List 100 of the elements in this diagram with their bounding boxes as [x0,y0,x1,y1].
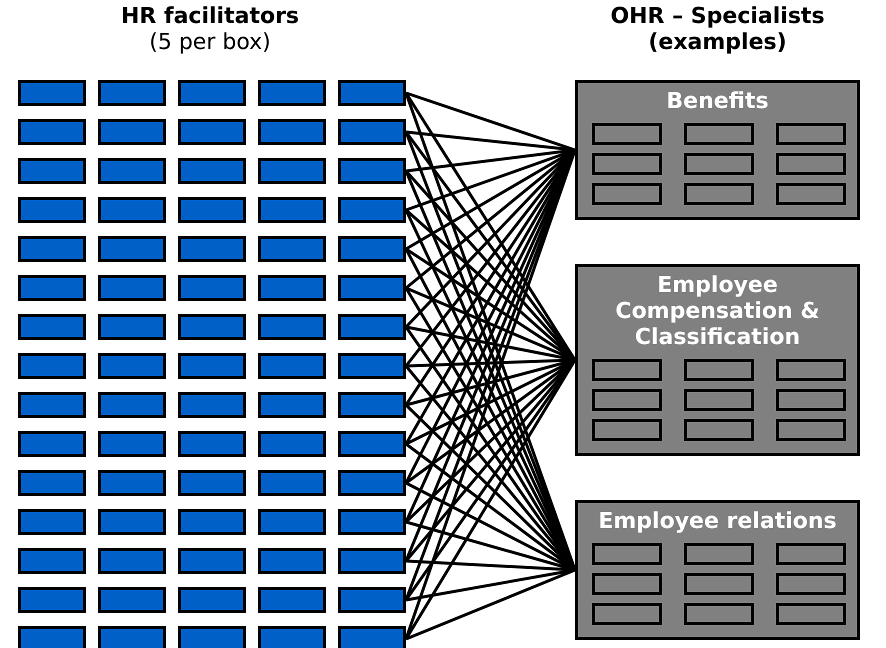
facilitator-box [18,587,86,613]
facilitator-box [178,392,246,418]
facilitator-box [178,314,246,340]
facilitator-box [18,509,86,535]
inner-box [684,153,754,175]
facilitator-box [338,392,406,418]
inner-box [684,183,754,205]
facilitator-box [338,470,406,496]
panel-title: Employee relations [597,509,838,535]
inner-box [592,419,662,441]
specialist-panel [575,264,860,456]
facilitator-box [338,548,406,574]
inner-box [592,389,662,411]
specialist-panel [575,80,860,220]
facilitator-box [338,197,406,223]
inner-box [684,389,754,411]
facilitator-box [98,236,166,262]
facilitator-box [338,509,406,535]
facilitator-box [178,509,246,535]
facilitator-box [258,314,326,340]
inner-box [776,419,846,441]
facilitator-box [98,431,166,457]
facilitator-box [178,80,246,106]
facilitator-box [178,236,246,262]
facilitator-box [18,431,86,457]
facilitator-box [338,587,406,613]
facilitator-box [98,80,166,106]
inner-box [776,603,846,625]
facilitator-box [178,275,246,301]
facilitator-box [258,470,326,496]
facilitator-box [98,119,166,145]
panel-title: Benefits [665,89,770,115]
facilitator-box [178,548,246,574]
facilitator-box [98,470,166,496]
inner-box [592,573,662,595]
facilitator-box [98,275,166,301]
facilitator-box [178,626,246,648]
facilitator-box [258,158,326,184]
facilitator-box [98,587,166,613]
inner-box [776,183,846,205]
facilitator-box [18,158,86,184]
inner-box [684,419,754,441]
facilitator-box [18,275,86,301]
facilitator-box [258,626,326,648]
facilitator-box [258,392,326,418]
inner-box [776,573,846,595]
facilitator-box [98,158,166,184]
facilitator-box [98,353,166,379]
facilitator-box [178,431,246,457]
facilitator-box [98,509,166,535]
facilitator-box [258,431,326,457]
facilitator-box [258,197,326,223]
inner-box [684,359,754,381]
inner-box [776,359,846,381]
facilitator-box [258,236,326,262]
facilitator-box [18,626,86,648]
facilitator-box [18,548,86,574]
inner-box [684,543,754,565]
facilitator-box [18,119,86,145]
facilitator-box [338,236,406,262]
inner-box [776,543,846,565]
facilitator-box [98,626,166,648]
inner-box [776,389,846,411]
inner-box [684,573,754,595]
facilitator-box [178,587,246,613]
facilitator-box [98,548,166,574]
column-heading: HR facilitators [120,4,300,30]
panel-title: Employee Compensation & Classification [614,273,821,351]
connector-line [406,130,576,152]
facilitator-box [338,314,406,340]
facilitator-box [258,353,326,379]
inner-box [684,123,754,145]
facilitator-box [18,470,86,496]
inner-box [592,603,662,625]
column-heading: OHR – Specialists (examples) [609,4,826,56]
column-subheading: (5 per box) [148,30,272,56]
facilitator-box [338,275,406,301]
facilitator-box [338,80,406,106]
facilitator-box [178,197,246,223]
facilitator-box [98,314,166,340]
inner-box [592,359,662,381]
facilitator-box [18,392,86,418]
facilitator-box [18,314,86,340]
facilitator-box [98,197,166,223]
inner-box [592,153,662,175]
facilitator-box [18,353,86,379]
inner-box [592,543,662,565]
facilitator-box [178,158,246,184]
facilitator-box [338,158,406,184]
facilitator-box [258,587,326,613]
facilitator-box [338,119,406,145]
facilitator-box [338,626,406,648]
facilitator-box [258,80,326,106]
inner-box [592,123,662,145]
connector-line [406,568,576,602]
connector-line [405,568,576,640]
facilitator-box [18,80,86,106]
facilitator-box [258,548,326,574]
facilitator-box [98,392,166,418]
inner-box [684,603,754,625]
